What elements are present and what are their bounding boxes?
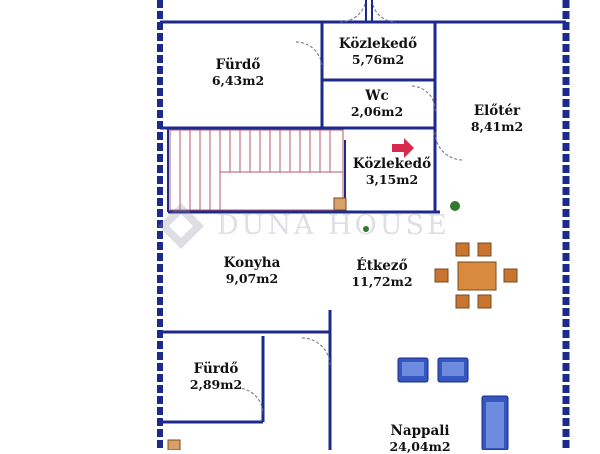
room-area: 3,15m2 xyxy=(365,171,419,187)
room-name: Fürdő xyxy=(193,361,239,377)
room-name: Étkező xyxy=(356,258,408,274)
room-area: 2,06m2 xyxy=(350,103,404,119)
staircase xyxy=(169,129,344,211)
door-top-right xyxy=(371,0,397,23)
door-wc xyxy=(411,85,436,113)
room-label-eloter: Előtér 8,41m2 xyxy=(470,103,524,134)
stair-outline xyxy=(169,129,344,211)
room-label-nappali: Nappali 24,04m2 xyxy=(389,423,451,454)
watermark: DUNA HOUSE xyxy=(155,200,447,252)
cabinet-icon xyxy=(167,439,181,450)
room-area: 24,04m2 xyxy=(389,438,451,454)
door-top-left xyxy=(339,0,367,23)
watermark-text: DUNA HOUSE xyxy=(217,210,450,241)
plant-icon xyxy=(450,201,460,211)
room-name: Nappali xyxy=(390,423,450,439)
sofa-icon xyxy=(481,395,509,450)
room-area: 6,43m2 xyxy=(211,72,265,88)
plant-icon xyxy=(363,226,369,232)
room-name: Konyha xyxy=(223,255,281,271)
room-area: 5,76m2 xyxy=(351,51,405,67)
armchair-icon xyxy=(397,357,429,383)
door-living xyxy=(301,337,331,367)
cabinet-icon xyxy=(333,197,347,211)
room-name: Közlekedő xyxy=(338,36,418,52)
room-area: 11,72m2 xyxy=(351,273,413,289)
armchair-icon xyxy=(437,357,469,383)
room-label-etkezo: Étkező 11,72m2 xyxy=(351,258,413,289)
doors xyxy=(236,0,463,415)
room-name: Előtér xyxy=(473,103,521,119)
room-name: Fürdő xyxy=(215,57,261,73)
dining-table-icon xyxy=(434,242,518,309)
room-label-furdo-bottom: Fürdő 2,89m2 xyxy=(189,361,243,392)
door-hall xyxy=(434,131,463,161)
room-area: 9,07m2 xyxy=(225,270,279,286)
room-area: 8,41m2 xyxy=(470,118,524,134)
duna-house-logo-icon xyxy=(158,203,204,249)
door-bath2 xyxy=(236,387,264,415)
room-name: Wc xyxy=(365,88,389,104)
room-name: Közlekedő xyxy=(352,156,432,172)
room-label-furdo-top: Fürdő 6,43m2 xyxy=(211,57,265,88)
room-label-kozlekedo-mid: Közlekedő 3,15m2 xyxy=(352,156,432,187)
room-label-konyha: Konyha 9,07m2 xyxy=(223,255,281,286)
room-area: 2,89m2 xyxy=(189,376,243,392)
room-label-kozlekedo-top: Közlekedő 5,76m2 xyxy=(338,36,418,67)
door-bath xyxy=(295,41,323,69)
direction-arrow-icon xyxy=(392,138,414,158)
room-label-wc: Wc 2,06m2 xyxy=(350,88,404,119)
